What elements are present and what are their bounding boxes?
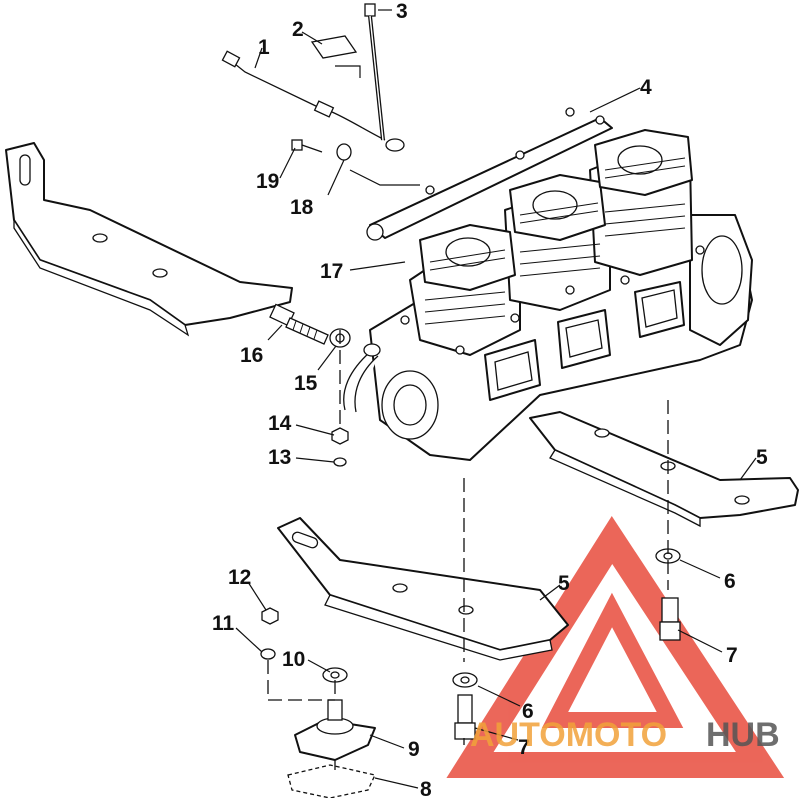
callout-labels: 1 2 3 4 5 5 6 6 7 7 8 9 10 11 12 13 14 1… [212, 0, 768, 798]
callout-6b: 6 [522, 700, 534, 723]
nut-14 [331, 427, 349, 445]
callout-1: 1 [258, 36, 270, 59]
nut-12 [261, 607, 279, 625]
callout-10: 10 [282, 648, 305, 671]
callout-13: 13 [268, 446, 291, 469]
bolt-7-right [659, 597, 681, 641]
washer-11 [260, 648, 276, 660]
throttle-cable [221, 50, 405, 152]
callout-16: 16 [240, 344, 263, 367]
callout-7b: 7 [518, 736, 530, 759]
callout-6a: 6 [724, 570, 736, 593]
decal-label [310, 35, 361, 78]
watermark-text: AUTOMOTO HUB [470, 716, 780, 754]
callout-2: 2 [292, 18, 304, 41]
engine-mount-plate-right [529, 411, 799, 528]
callout-17: 17 [320, 260, 343, 283]
callout-18: 18 [290, 196, 314, 219]
small-bolt [291, 139, 323, 153]
callout-9: 9 [408, 738, 420, 761]
bolt-7-lower [454, 694, 476, 740]
callout-3: 3 [396, 0, 408, 23]
callout-8: 8 [420, 778, 432, 798]
callout-7a: 7 [726, 644, 738, 667]
callout-12: 12 [228, 566, 251, 589]
watermark-part2: HUB [706, 716, 780, 754]
engine-mount-plate-lower [277, 517, 569, 661]
watermark-part1: AUTOMOTO [470, 716, 667, 754]
callout-4: 4 [640, 76, 652, 99]
rubber-mount [294, 699, 376, 761]
washer-13 [333, 457, 347, 467]
callout-11: 11 [212, 612, 235, 635]
engine-assembly [343, 107, 753, 461]
mount-shim [287, 764, 376, 798]
long-bolt [364, 3, 385, 141]
engine-mount-plate-left [5, 142, 293, 337]
callout-14: 14 [268, 412, 292, 435]
assembly-centerlines [267, 330, 669, 770]
leader-lines [235, 9, 757, 789]
callout-19: 19 [256, 170, 279, 193]
mount-bolt [269, 303, 329, 345]
callout-5a: 5 [756, 446, 768, 469]
callout-5b: 5 [558, 572, 570, 595]
ground-wire [327, 143, 420, 196]
callout-15: 15 [294, 372, 318, 395]
washer-6-lower [452, 672, 478, 688]
